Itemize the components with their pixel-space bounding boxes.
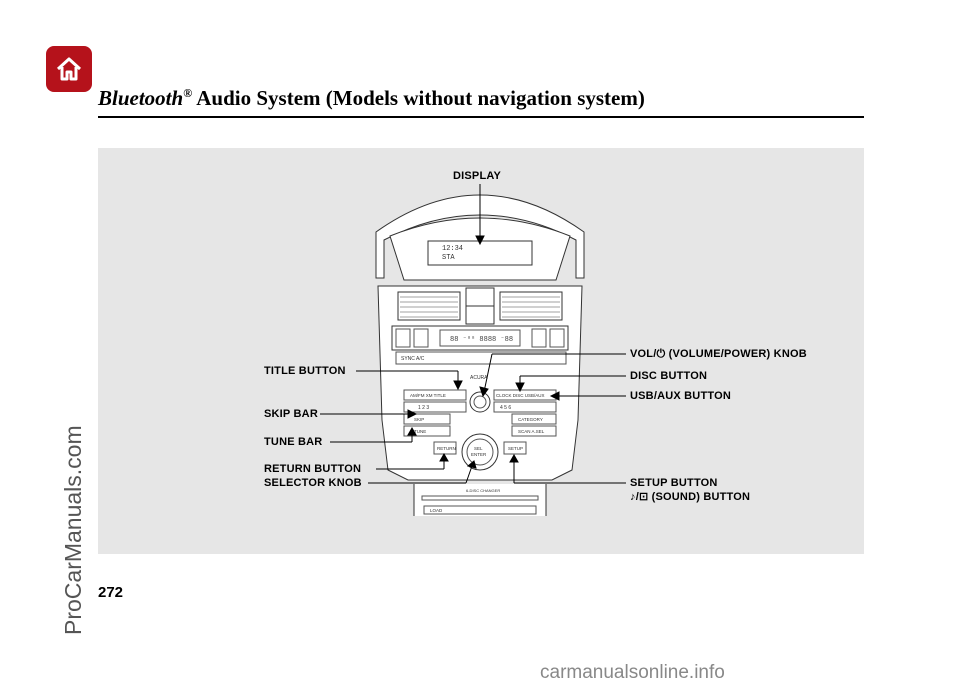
svg-text:CLOCK DISC USB/AUX: CLOCK DISC USB/AUX [496, 393, 545, 398]
svg-text:CATEGORY: CATEGORY [518, 417, 543, 422]
home-button[interactable] [46, 46, 92, 92]
title-reg-mark: ® [183, 86, 193, 100]
callout-return-button: RETURN BUTTON [264, 463, 362, 475]
svg-text:6-DISC CHANGER: 6-DISC CHANGER [466, 488, 500, 493]
svg-text:1 2 3: 1 2 3 [418, 405, 429, 411]
svg-text:LOAD: LOAD [430, 508, 443, 513]
footer-watermark: carmanualsonline.info [540, 662, 725, 683]
callout-usb-aux-button: USB/AUX BUTTON [630, 390, 731, 402]
svg-text:SEL: SEL [474, 446, 483, 451]
callout-setup-button: SETUP BUTTON [630, 477, 718, 489]
callout-sound-button: ♪/⊡ (SOUND) BUTTON [630, 491, 751, 503]
svg-text:88 ⁻⁸⁸ 8888 ⁻88: 88 ⁻⁸⁸ 8888 ⁻88 [450, 336, 513, 344]
svg-text:ENTER: ENTER [471, 452, 487, 457]
svg-text:ACURA: ACURA [470, 375, 488, 381]
side-watermark: ProCarManuals.com [60, 235, 110, 635]
svg-text:STA: STA [442, 254, 455, 262]
title-brand: Bluetooth [98, 86, 184, 110]
svg-text:SKIP: SKIP [414, 417, 424, 422]
svg-text:SETUP: SETUP [508, 446, 523, 451]
side-watermark-text: ProCarManuals.com [60, 425, 86, 635]
page-title: Bluetooth® Audio System (Models without … [98, 86, 645, 111]
home-icon [56, 57, 82, 81]
svg-text:TUNE: TUNE [414, 429, 426, 434]
callout-selector-knob: SELECTOR KNOB [264, 477, 362, 489]
callout-disc-button: DISC BUTTON [630, 370, 708, 382]
svg-text:12:34: 12:34 [442, 245, 463, 253]
callout-tune-bar: TUNE BAR [264, 436, 323, 448]
svg-text:SYNC A/C: SYNC A/C [401, 356, 425, 362]
callout-title-button: TITLE BUTTON [264, 365, 346, 377]
svg-text:AM/FM XM TITLE: AM/FM XM TITLE [410, 393, 446, 398]
title-rest: Audio System (Models without navigation … [192, 86, 645, 110]
callout-vol-knob: VOL/⏻ (VOLUME/POWER) KNOB [630, 348, 807, 360]
callout-skip-bar: SKIP BAR [264, 408, 318, 420]
callout-display: DISPLAY [453, 170, 502, 182]
svg-text:RETURN: RETURN [437, 446, 456, 451]
title-rule [98, 116, 864, 118]
svg-text:4 5 6: 4 5 6 [500, 405, 511, 411]
svg-text:SCAN A.SEL: SCAN A.SEL [518, 429, 545, 434]
page-number: 272 [98, 584, 124, 601]
